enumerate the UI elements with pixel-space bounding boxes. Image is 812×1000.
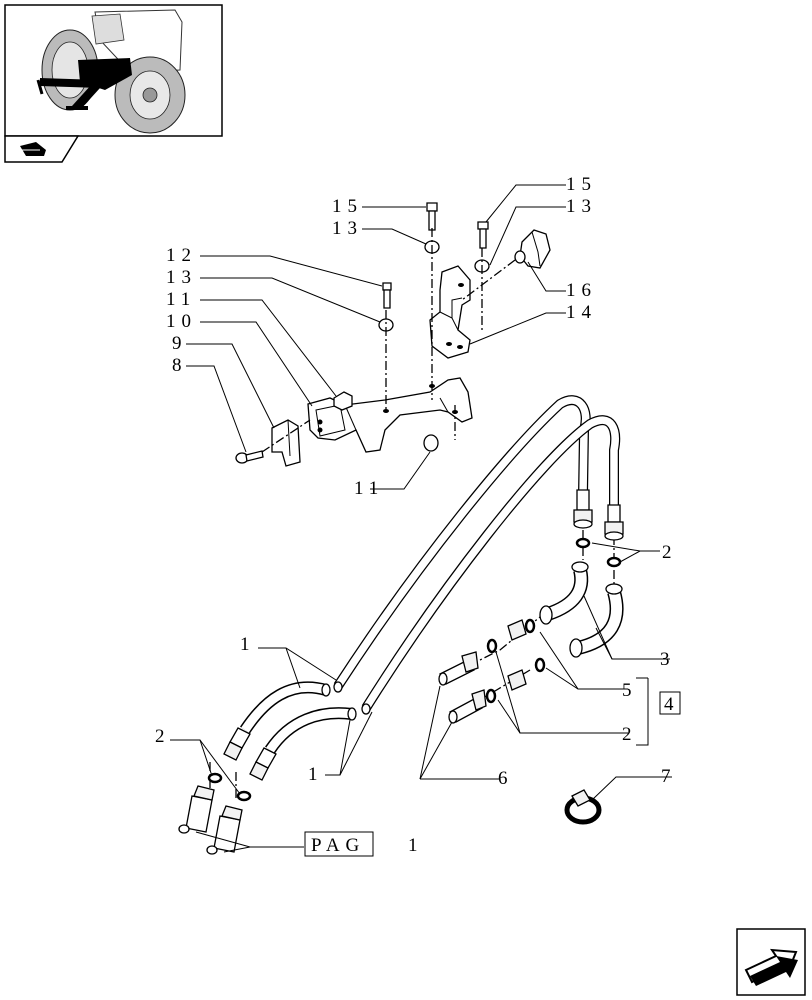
- callout-11: 11: [166, 289, 196, 310]
- callout-10: 10: [166, 311, 197, 332]
- group-ref-box: [659, 691, 681, 715]
- callout-9: 9: [172, 333, 188, 354]
- callout-16: 16: [566, 280, 597, 301]
- callout-6: 6: [498, 768, 514, 789]
- callout-13: 13: [332, 218, 363, 239]
- leader-lines: [170, 184, 672, 853]
- page-ref-label: PAG: [311, 835, 365, 856]
- callout-3: 3: [660, 649, 676, 670]
- assembly-axis-lines: [209, 228, 615, 800]
- bracket-assembly: [235, 202, 551, 467]
- callout-2: 2: [662, 542, 678, 563]
- callout-2: 2: [155, 726, 171, 747]
- next-page-arrow-icon[interactable]: [736, 928, 806, 996]
- callout-5: 5: [622, 680, 638, 701]
- hose-pipes: [178, 395, 624, 855]
- callout-1: 1: [240, 634, 256, 655]
- callout-12: 12: [166, 245, 197, 266]
- callout-15: 15: [332, 196, 363, 217]
- callout-1: 1: [308, 764, 324, 785]
- callout-labels: 15 13 15 13 12 13 11 10 9 8 16 14 11 2 3…: [155, 174, 681, 789]
- callout-8: 8: [172, 355, 188, 376]
- callout-14: 14: [566, 302, 597, 323]
- callout-2: 2: [622, 724, 638, 745]
- callout-13: 13: [566, 196, 597, 217]
- thumbnail-frame[interactable]: [4, 4, 223, 137]
- page-ref-number: 1: [408, 835, 424, 856]
- callout-4: 4: [664, 694, 680, 715]
- callout-13: 13: [166, 267, 197, 288]
- tractor-rear-thumbnail-icon: [36, 9, 186, 134]
- catalog-book-icon[interactable]: [4, 135, 80, 163]
- callout-15: 15: [566, 174, 597, 195]
- callout-7: 7: [661, 766, 677, 787]
- callout-11: 11: [354, 478, 384, 499]
- page-reference[interactable]: PAG 1: [304, 831, 424, 857]
